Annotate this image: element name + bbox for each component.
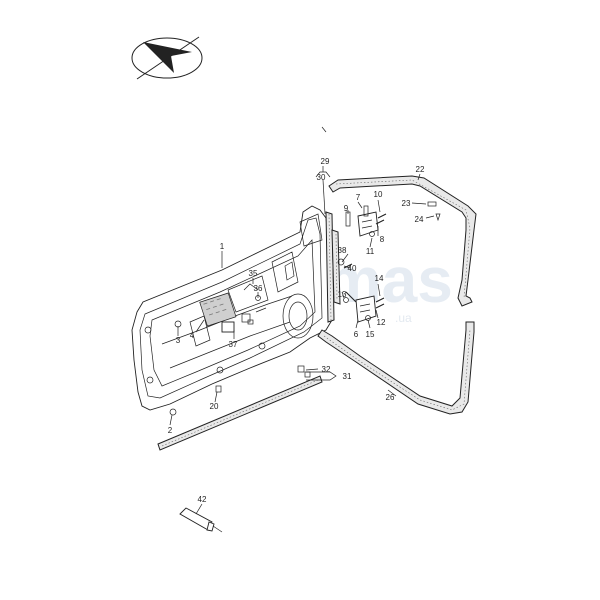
callout-3: 3 (176, 336, 181, 345)
callout-2: 2 (168, 426, 173, 435)
callout-6: 6 (354, 330, 359, 339)
lower-hinge (343, 291, 385, 323)
callout-32: 32 (322, 365, 331, 374)
callout-40: 40 (348, 264, 357, 273)
callout-42: 42 (198, 495, 207, 504)
callout-31: 31 (343, 372, 352, 381)
callout-23: 23 (402, 199, 411, 208)
callout-7: 7 (356, 193, 361, 202)
callout-14: 14 (375, 274, 384, 283)
orientation-arrow-icon (131, 36, 203, 80)
callout-8: 8 (380, 235, 385, 244)
callout-12: 12 (377, 318, 386, 327)
callout-24: 24 (415, 215, 424, 224)
callout-36: 36 (254, 284, 263, 293)
callout-1: 1 (220, 242, 225, 251)
callout-13: 13 (338, 290, 347, 299)
callout-4: 4 (190, 331, 195, 340)
watermark-sub: .ua (395, 311, 412, 325)
leader-lines (169, 126, 435, 515)
callout-22: 22 (416, 165, 425, 174)
door-seal (317, 175, 477, 415)
door-inner-panel (131, 205, 333, 411)
lower-trim-strip (157, 375, 323, 451)
callout-26: 26 (386, 393, 395, 402)
callout-9: 9 (344, 204, 349, 213)
callout-35: 35 (249, 269, 258, 278)
callout-30: 30 (317, 173, 326, 182)
callout-10: 10 (374, 190, 383, 199)
window-guide-rail (325, 211, 341, 323)
sealant-tube (179, 507, 223, 533)
callout-29: 29 (321, 157, 330, 166)
callout-20: 20 (210, 402, 219, 411)
callout-15: 15 (366, 330, 375, 339)
callout-11: 11 (366, 247, 375, 256)
callout-labels: 1 2 3 4 6 7 8 9 10 11 12 13 14 15 20 22 … (168, 157, 425, 504)
callout-37: 37 (229, 340, 238, 349)
callout-38: 38 (338, 246, 347, 255)
